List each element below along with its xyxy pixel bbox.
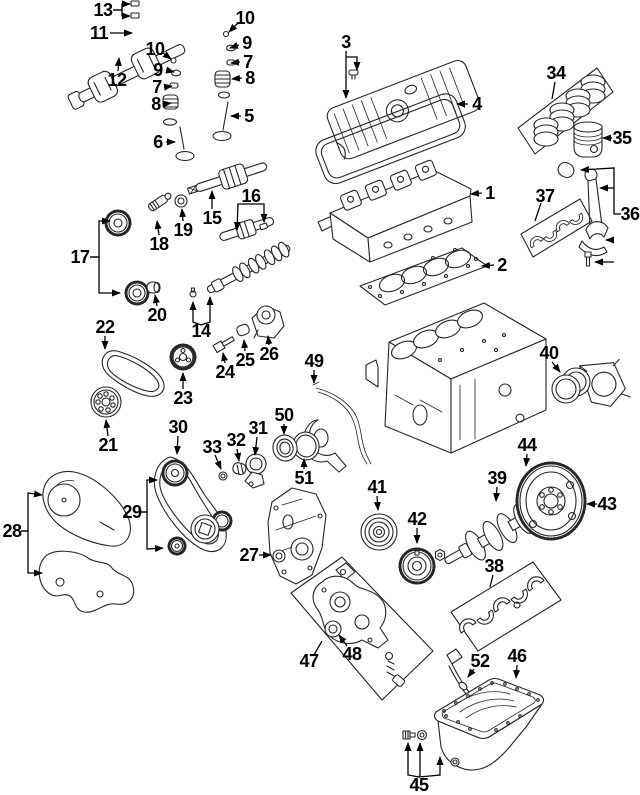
spacer-drawing <box>146 281 161 294</box>
callout-7[interactable]: 7 <box>243 52 253 72</box>
callout-29[interactable]: 29 <box>122 502 142 522</box>
callout-9[interactable]: 9 <box>242 33 252 53</box>
tensioner-parts-drawing <box>212 305 285 354</box>
callout-13[interactable]: 13 <box>93 0 113 20</box>
balance-pulley-drawing <box>90 386 122 418</box>
callout-46[interactable]: 46 <box>507 646 527 666</box>
piston-rings-box-drawing <box>517 67 614 155</box>
callout-52[interactable]: 52 <box>470 651 490 671</box>
callout-5[interactable]: 5 <box>244 106 254 126</box>
callout-41[interactable]: 41 <box>367 477 387 497</box>
balance-shaft-drawing <box>187 162 268 195</box>
oil-pan-drawing <box>433 677 545 771</box>
callout-32[interactable]: 32 <box>226 430 246 450</box>
flywheel-drawing <box>515 461 587 541</box>
callout-1[interactable]: 1 <box>485 183 495 203</box>
oil-pump-box-drawing <box>290 556 434 701</box>
rocker-bolts-drawing <box>130 0 140 19</box>
callout-37[interactable]: 37 <box>535 186 555 206</box>
valve-parts-right-drawing <box>212 30 237 142</box>
callout-10[interactable]: 10 <box>235 8 255 28</box>
callout-48[interactable]: 48 <box>342 644 362 664</box>
washer-drawing <box>174 194 188 208</box>
callout-33[interactable]: 33 <box>202 437 222 457</box>
callout-39[interactable]: 39 <box>487 468 507 488</box>
timing-belt-drawing <box>101 350 165 397</box>
callout-42[interactable]: 42 <box>407 509 427 529</box>
callout-20[interactable]: 20 <box>147 305 167 325</box>
callout-10[interactable]: 10 <box>145 39 165 59</box>
main-bearings-box-drawing <box>450 561 562 652</box>
callout-26[interactable]: 26 <box>259 344 279 364</box>
callout-8[interactable]: 8 <box>151 94 161 114</box>
callout-25[interactable]: 25 <box>235 350 255 370</box>
cam-sprocket-drawing <box>169 343 197 371</box>
callout-19[interactable]: 19 <box>173 220 193 240</box>
front-plate-drawing <box>267 487 327 585</box>
crank-sprocket-drawing <box>398 547 446 585</box>
callout-27[interactable]: 27 <box>239 545 259 565</box>
callout-7[interactable]: 7 <box>152 77 162 97</box>
callout-35[interactable]: 35 <box>612 128 632 148</box>
callout-23[interactable]: 23 <box>173 388 193 408</box>
balance-belt-drawing <box>153 456 233 556</box>
drain-plug-drawing <box>402 729 428 741</box>
callout-44[interactable]: 44 <box>517 435 537 455</box>
callout-15[interactable]: 15 <box>202 208 222 228</box>
rocker-shaft-drawing <box>67 44 186 110</box>
callout-45[interactable]: 45 <box>409 775 429 795</box>
callout-50[interactable]: 50 <box>274 405 294 425</box>
callout-8[interactable]: 8 <box>245 68 255 88</box>
rear-seal-drawing <box>551 358 631 407</box>
callout-17[interactable]: 17 <box>70 247 90 267</box>
callout-49[interactable]: 49 <box>304 351 324 371</box>
callout-40[interactable]: 40 <box>539 343 559 363</box>
callout-11[interactable]: 11 <box>89 23 109 43</box>
balance-tensioner-drawing <box>218 453 267 489</box>
callout-16[interactable]: 16 <box>241 186 261 206</box>
gear-shaft-drawing <box>148 192 172 212</box>
callout-31[interactable]: 31 <box>248 418 268 438</box>
crank-pulley-drawing <box>360 513 398 551</box>
callout-22[interactable]: 22 <box>95 317 115 337</box>
callout-36[interactable]: 36 <box>620 204 640 224</box>
cylinder-head-drawing <box>317 159 473 263</box>
callout-28[interactable]: 28 <box>2 521 22 541</box>
camshaft-lobed-drawing <box>189 241 291 298</box>
balance-shaft-gears-drawing <box>104 209 150 306</box>
callout-38[interactable]: 38 <box>484 556 504 576</box>
callout-51[interactable]: 51 <box>294 468 314 488</box>
valve-cover-gasket-drawing <box>315 93 466 185</box>
callout-21[interactable]: 21 <box>98 435 118 455</box>
callout-4[interactable]: 4 <box>472 94 482 114</box>
timing-covers-drawing <box>38 470 135 613</box>
front-case-seals-drawing <box>272 381 372 473</box>
valve-parts-left-drawing <box>162 57 195 162</box>
callout-30[interactable]: 30 <box>168 417 188 437</box>
callout-34[interactable]: 34 <box>546 63 566 83</box>
callout-6[interactable]: 6 <box>153 132 163 152</box>
callout-9[interactable]: 9 <box>153 60 163 80</box>
engine-block-drawing <box>365 302 547 454</box>
piston-drawing <box>573 121 603 158</box>
camshaft-front-drawing <box>219 216 275 241</box>
callout-43[interactable]: 43 <box>597 494 617 514</box>
callout-2[interactable]: 2 <box>497 255 507 275</box>
callout-18[interactable]: 18 <box>149 234 169 254</box>
callout-24[interactable]: 24 <box>215 362 235 382</box>
callout-14[interactable]: 14 <box>191 321 211 341</box>
callout-12[interactable]: 12 <box>107 70 127 90</box>
head-gasket-drawing <box>359 247 488 306</box>
callout-47[interactable]: 47 <box>299 651 319 671</box>
callout-3[interactable]: 3 <box>341 32 351 52</box>
